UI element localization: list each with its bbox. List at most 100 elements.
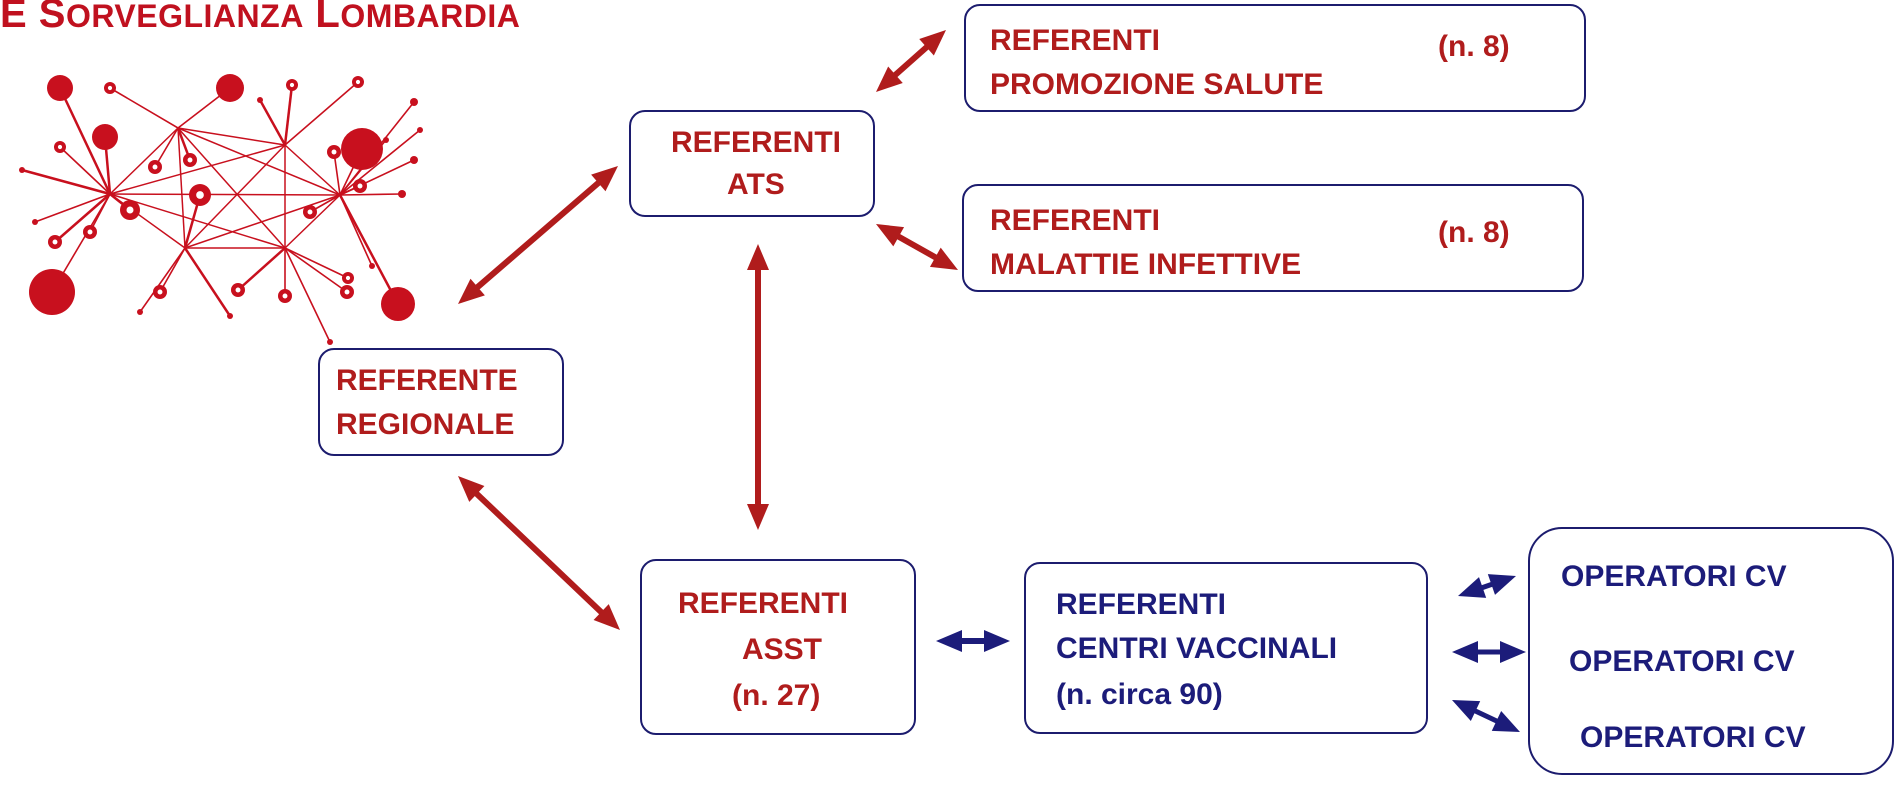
arrow-cv-op1-head-start bbox=[1458, 577, 1487, 598]
network-edge bbox=[283, 84, 294, 146]
arrow-ats-malattie-head-start bbox=[876, 224, 905, 247]
network-node-dot bbox=[57, 144, 63, 150]
network-edge bbox=[109, 193, 341, 196]
arrow-cv-op1-head-end bbox=[1487, 574, 1516, 595]
network-node-dot bbox=[196, 191, 204, 199]
network-edge bbox=[184, 144, 286, 249]
network-edge bbox=[154, 127, 179, 168]
network-edge bbox=[338, 194, 400, 305]
network-node-dot bbox=[331, 149, 337, 155]
referenti-ats-box: REFERENTI ATS bbox=[629, 110, 875, 217]
network-node bbox=[32, 219, 38, 225]
network-node bbox=[417, 127, 423, 133]
network-edge bbox=[339, 194, 373, 267]
network-edge bbox=[284, 247, 349, 279]
network-node-dot bbox=[187, 157, 193, 163]
network-edge bbox=[284, 247, 348, 293]
network-node bbox=[327, 339, 333, 345]
network-graph-icon bbox=[19, 74, 423, 345]
arrow-regionale-asst-head-end bbox=[593, 604, 620, 630]
referenti-promozione-box: REFERENTI (n. 8) PROMOZIONE SALUTE bbox=[964, 4, 1586, 112]
network-node bbox=[341, 128, 383, 170]
operatori-cv-3: OPERATORI CV bbox=[1580, 721, 1806, 754]
referenti-ats-line1: REFERENTI bbox=[671, 126, 842, 159]
network-edge bbox=[21, 168, 111, 196]
network-edge bbox=[284, 81, 359, 146]
arrow-ats-malattie bbox=[891, 231, 943, 263]
network-edge bbox=[109, 193, 286, 249]
network-edge bbox=[54, 193, 111, 243]
network-node-dot bbox=[126, 206, 134, 214]
network-node bbox=[398, 190, 406, 198]
network-node bbox=[410, 156, 418, 164]
network-edge bbox=[177, 127, 341, 196]
network-node bbox=[29, 269, 75, 315]
referenti-malattie-box: REFERENTI (n. 8) MALATTIE INFETTIVE bbox=[962, 184, 1584, 292]
referenti-malattie-line1: REFERENTI bbox=[990, 204, 1161, 237]
network-edge bbox=[237, 247, 286, 291]
referenti-asst-line2: ASST bbox=[742, 633, 823, 666]
network-edge bbox=[177, 127, 186, 249]
network-edge bbox=[183, 247, 232, 317]
network-node bbox=[19, 167, 25, 173]
network-edge bbox=[339, 193, 403, 196]
network-node bbox=[227, 313, 233, 319]
network-edge bbox=[177, 127, 286, 249]
network-edge bbox=[184, 194, 341, 249]
network-edge bbox=[109, 144, 286, 195]
network-node bbox=[383, 137, 389, 143]
network-node-dot bbox=[344, 289, 350, 295]
referenti-asst-line1: REFERENTI bbox=[678, 587, 849, 620]
network-edge bbox=[109, 87, 179, 129]
network-edge bbox=[59, 146, 111, 195]
network-edge bbox=[109, 193, 186, 249]
arrow-regionale-ats-head-end bbox=[591, 166, 618, 192]
network-edge bbox=[139, 247, 186, 313]
arrow-cv-op3-head-end bbox=[1491, 710, 1520, 732]
arrow-regionale-asst bbox=[470, 487, 608, 619]
page-title: E SORVEGLIANZA LOMBARDIA bbox=[0, 0, 521, 36]
arrow-regionale-ats-head-start bbox=[458, 278, 485, 304]
network-edge bbox=[258, 99, 287, 146]
operatori-cv-box: OPERATORI CV OPERATORI CV OPERATORI CV bbox=[1528, 527, 1894, 775]
referenti-cv-line2: CENTRI VACCINALI bbox=[1056, 632, 1338, 665]
arrow-ats-asst-head-end bbox=[747, 504, 769, 530]
network-node-dot bbox=[152, 164, 158, 170]
operatori-cv-1: OPERATORI CV bbox=[1561, 560, 1787, 593]
network-node-dot bbox=[289, 82, 295, 88]
network-edge bbox=[284, 247, 331, 343]
arrow-asst-cv-head-start bbox=[936, 630, 962, 652]
network-edge bbox=[284, 144, 341, 196]
arrow-ats-promozione-head-start bbox=[876, 66, 903, 92]
network-node bbox=[47, 75, 73, 101]
arrow-regionale-asst-head-start bbox=[458, 476, 485, 502]
arrow-regionale-ats bbox=[471, 176, 605, 294]
network-node-dot bbox=[282, 293, 288, 299]
network-node-dot bbox=[357, 183, 363, 189]
referente-regionale-box: REFERENTE REGIONALE bbox=[318, 348, 564, 456]
network-node-dot bbox=[307, 209, 313, 215]
network-node bbox=[381, 287, 415, 321]
referenti-promozione-count: (n. 8) bbox=[1438, 30, 1510, 63]
network-edge bbox=[177, 127, 286, 146]
referenti-cv-line1: REFERENTI bbox=[1056, 588, 1227, 621]
network-node-dot bbox=[345, 275, 351, 281]
network-node bbox=[216, 74, 244, 102]
referenti-promozione-line2: PROMOZIONE SALUTE bbox=[990, 68, 1324, 101]
network-edge bbox=[159, 247, 186, 293]
referenti-asst-box: REFERENTI ASST (n. 27) bbox=[640, 559, 916, 735]
network-node-dot bbox=[52, 239, 58, 245]
network-node-dot bbox=[235, 287, 241, 293]
network-edge bbox=[109, 127, 179, 195]
network-node bbox=[257, 97, 263, 103]
network-node bbox=[137, 309, 143, 315]
network-node bbox=[410, 98, 418, 106]
network-edge bbox=[58, 87, 112, 195]
referenti-cv-box: REFERENTI CENTRI VACCINALI (n. circa 90) bbox=[1024, 562, 1428, 734]
arrow-ats-malattie-head-end bbox=[929, 247, 958, 270]
referenti-malattie-line2: MALATTIE INFETTIVE bbox=[990, 248, 1302, 281]
referenti-malattie-count: (n. 8) bbox=[1438, 216, 1510, 249]
network-node-dot bbox=[157, 289, 163, 295]
